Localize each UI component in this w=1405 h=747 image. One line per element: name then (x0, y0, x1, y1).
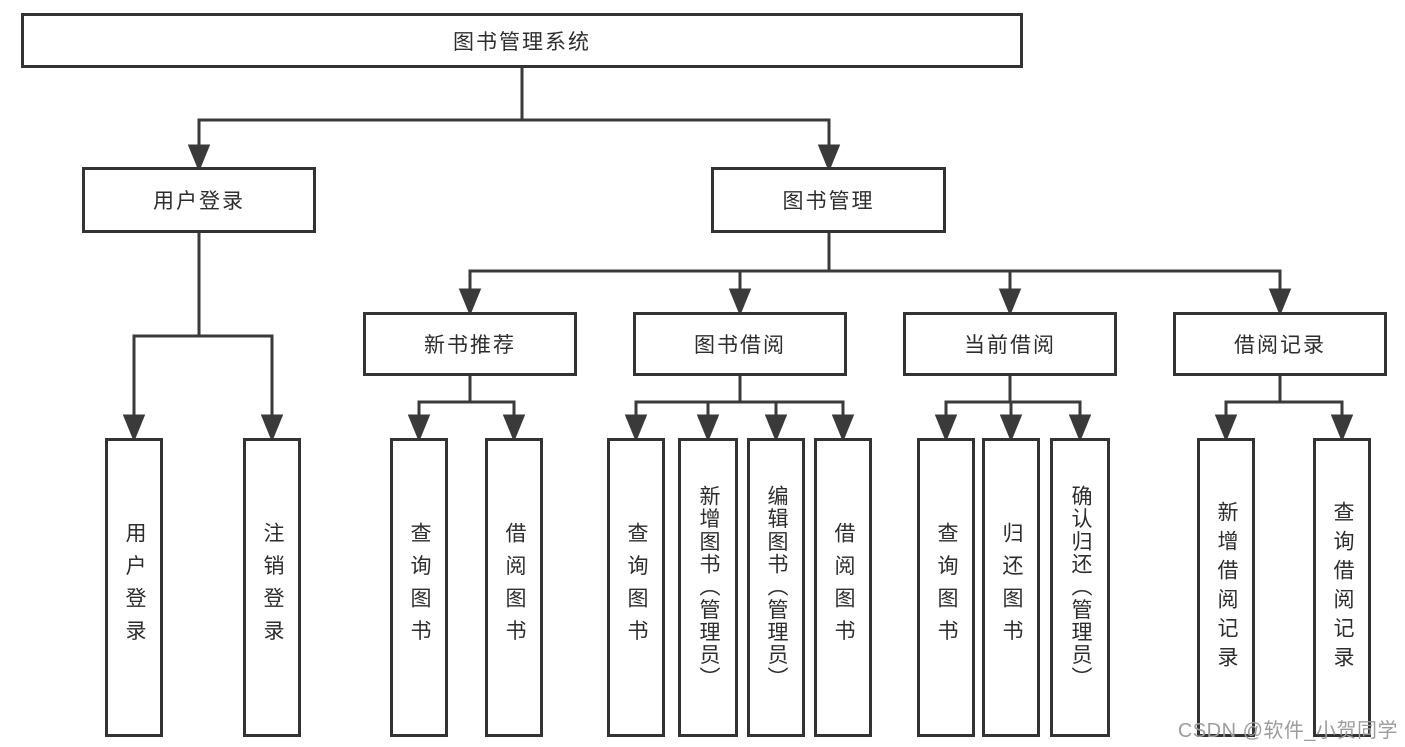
node-book-borrow: 图书借阅 (633, 312, 847, 376)
node-leaf-query-books-borrow: 查询图书 (607, 438, 665, 737)
node-leaf-query-books-current: 查询图书 (917, 438, 975, 737)
node-leaf-borrow-books: 借阅图书 (814, 438, 872, 737)
node-leaf-add-book-admin: 新增图书（管理员） (678, 438, 738, 737)
node-leaf-confirm-return-admin: 确认归还（管理员） (1050, 438, 1110, 737)
node-leaf-query-borrow-record: 查询借阅记录 (1313, 438, 1371, 737)
connector-book-management-to-level3 (458, 233, 1292, 316)
node-library-management-system: 图书管理系统 (21, 13, 1023, 68)
node-leaf-add-borrow-record: 新增借阅记录 (1197, 438, 1255, 737)
connector-user-login-to-children (122, 233, 284, 442)
connector-current-borrow-to-children (934, 376, 1092, 442)
connector-new-book-recommend-to-children (407, 376, 526, 442)
connector-root-to-level2 (187, 68, 841, 172)
node-leaf-return-books: 归还图书 (982, 438, 1040, 737)
node-borrow-records: 借阅记录 (1173, 312, 1387, 376)
connector-book-borrow-to-children (624, 376, 855, 442)
csdn-watermark: CSDN @软件_小贺同学 (1177, 720, 1398, 742)
node-leaf-user-login: 用户登录 (105, 438, 163, 737)
node-new-book-recommend: 新书推荐 (363, 312, 577, 376)
node-leaf-logout: 注销登录 (243, 438, 301, 737)
node-leaf-borrow-books-recommend: 借阅图书 (485, 438, 543, 737)
node-book-management: 图书管理 (711, 167, 946, 233)
node-leaf-query-books-recommend: 查询图书 (390, 438, 448, 737)
node-leaf-edit-book-admin: 编辑图书（管理员） (747, 438, 805, 737)
node-user-login: 用户登录 (82, 167, 316, 233)
connector-borrow-records-to-children (1214, 376, 1354, 442)
node-current-borrow: 当前借阅 (903, 312, 1117, 376)
